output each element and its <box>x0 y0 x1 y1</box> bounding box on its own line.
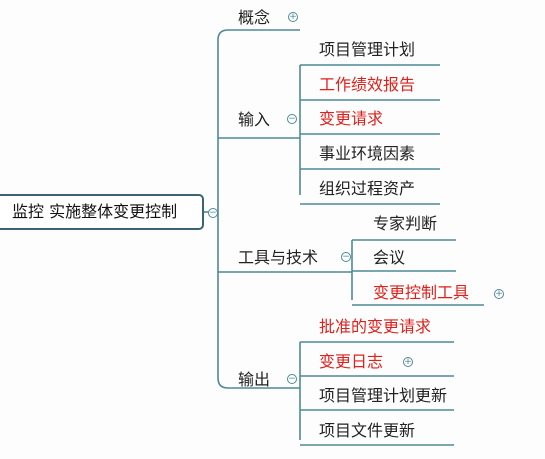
input-item[interactable]: 组织过程资产 <box>319 179 416 198</box>
branch-tools[interactable]: 工具与技术 <box>238 248 319 267</box>
collapse-icon[interactable]: − <box>341 252 351 262</box>
branch-input[interactable]: 输入 <box>238 110 271 129</box>
output-item[interactable]: 项目文件更新 <box>319 421 416 440</box>
collapse-icon[interactable]: − <box>287 114 297 124</box>
input-item[interactable]: 变更请求 <box>319 109 384 128</box>
collapse-icon[interactable]: − <box>208 208 218 218</box>
expand-icon[interactable]: + <box>288 12 298 22</box>
collapse-icon[interactable]: − <box>287 374 297 384</box>
input-item[interactable]: 事业环境因素 <box>319 144 416 163</box>
tools-item[interactable]: 会议 <box>373 248 406 267</box>
output-item[interactable]: 项目管理计划更新 <box>319 386 448 405</box>
input-item[interactable]: 项目管理计划 <box>319 40 416 59</box>
root-node[interactable]: 监控 实施整体变更控制 <box>0 194 204 230</box>
input-item[interactable]: 工作绩效报告 <box>319 75 416 94</box>
expand-icon[interactable]: + <box>403 357 413 367</box>
root-label: 监控 实施整体变更控制 <box>12 202 178 221</box>
branch-concept[interactable]: 概念 <box>238 8 271 27</box>
output-item[interactable]: 批准的变更请求 <box>319 317 432 336</box>
tools-item[interactable]: 变更控制工具 <box>373 283 470 302</box>
output-item[interactable]: 变更日志 <box>319 352 384 371</box>
branch-output[interactable]: 输出 <box>238 370 271 389</box>
tools-item[interactable]: 专家判断 <box>373 214 438 233</box>
expand-icon[interactable]: + <box>494 289 504 299</box>
